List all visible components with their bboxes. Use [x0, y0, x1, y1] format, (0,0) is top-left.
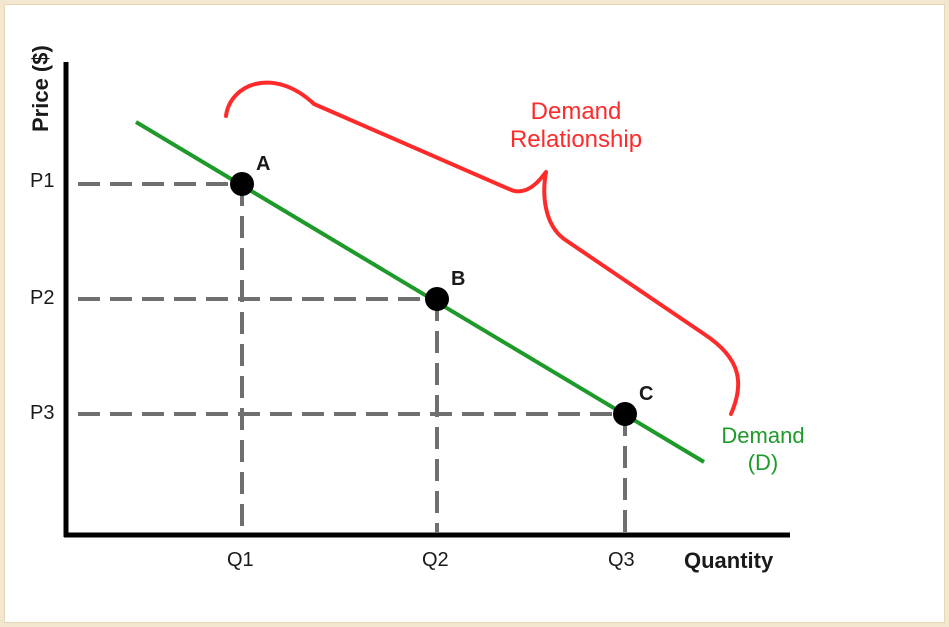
x-axis-title: Quantity [684, 548, 774, 573]
series-name-line-2: (D) [748, 450, 779, 475]
annotation-line-2: Relationship [510, 126, 642, 153]
data-point-c [613, 402, 637, 426]
x-tick-label: Q3 [608, 549, 635, 571]
y-axis-title: Price ($) [28, 45, 53, 132]
y-tick-label: P1 [30, 170, 54, 192]
data-point-a [230, 172, 254, 196]
x-tick-label: Q1 [227, 549, 254, 571]
annotation-line-1: Demand [531, 98, 622, 125]
y-tick-label: P3 [30, 402, 54, 424]
x-tick-label: Q2 [422, 549, 449, 571]
point-label-c: C [639, 383, 653, 405]
data-point-b [425, 287, 449, 311]
projection-guides [78, 182, 627, 533]
point-label-a: A [256, 153, 270, 175]
y-tick-label: P2 [30, 287, 54, 309]
series-name-line-1: Demand [721, 423, 804, 448]
demand-chart: A B C P1 P2 P3 Q1 Q2 Q3 Quantity Price ($)… [28, 45, 805, 573]
demand-curve [134, 120, 706, 464]
point-label-b: B [451, 268, 465, 290]
demand-relationship-brace [224, 80, 741, 416]
chart-frame: A B C P1 P2 P3 Q1 Q2 Q3 Quantity Price ($)… [4, 4, 945, 623]
